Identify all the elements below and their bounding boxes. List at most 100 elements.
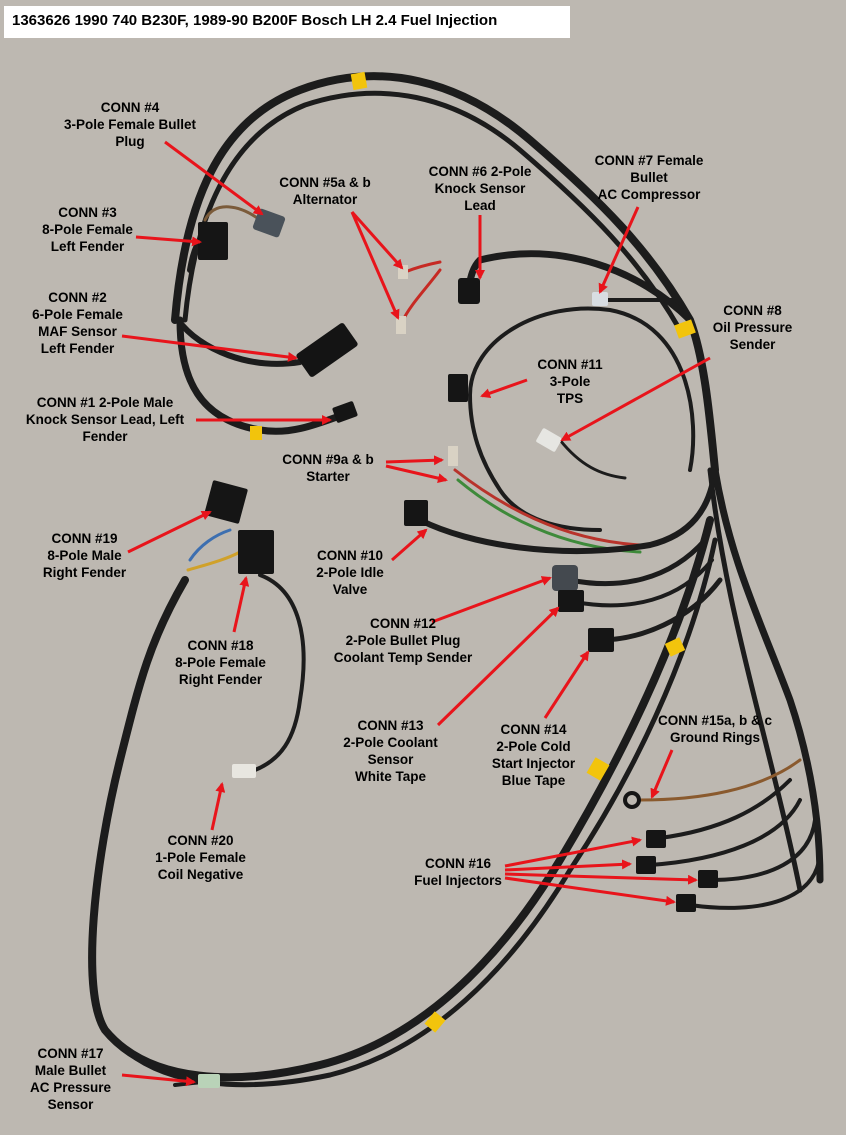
label-line: 8-Pole Male xyxy=(47,548,122,563)
arrow-conn20 xyxy=(210,782,226,831)
conn16-injector-2 xyxy=(636,856,656,874)
label-line: Knock Sensor xyxy=(434,181,526,196)
ground-ring-wires xyxy=(638,758,802,802)
conn16-injector-1 xyxy=(646,830,666,848)
conn4-body xyxy=(252,208,286,238)
injector-lead-1 xyxy=(658,778,792,840)
conn19-wires-2 xyxy=(186,550,242,572)
label-conn17: CONN #17 Male Bullet AC Pressure Sensor xyxy=(18,1045,123,1113)
label-conn14: CONN #14 2-Pole Cold Start Injector Blue… xyxy=(476,721,591,789)
arrow-conn16-3 xyxy=(504,872,698,885)
arrow-conn16-2 xyxy=(504,859,632,872)
arrow-conn15 xyxy=(650,749,674,799)
main-trunk-right-2 xyxy=(707,467,803,893)
label-conn5: CONN #5a & b Alternator xyxy=(255,174,395,208)
arrow-conn12 xyxy=(431,576,552,624)
label-line: Valve xyxy=(332,582,368,597)
label-line: CONN #4 xyxy=(100,100,160,115)
label-line: CONN #2 xyxy=(48,290,107,305)
label-line: Bullet xyxy=(630,170,668,185)
branch-conn12 xyxy=(567,537,708,587)
arrow-conn11 xyxy=(480,378,528,399)
label-line: Right Fender xyxy=(178,672,263,687)
conn15-ground-ring xyxy=(623,791,641,809)
label-line: CONN #20 xyxy=(167,833,234,848)
label-line: Sender xyxy=(729,337,776,352)
conn2-body xyxy=(296,323,358,377)
label-line: 2-Pole Cold xyxy=(496,739,571,754)
label-line: Starter xyxy=(306,469,350,484)
label-conn3: CONN #3 8-Pole Female Left Fender xyxy=(20,204,155,255)
conn17-body xyxy=(198,1074,220,1088)
label-line: 2-Pole Coolant xyxy=(343,735,438,750)
label-conn12: CONN #12 2-Pole Bullet Plug Coolant Temp… xyxy=(318,615,488,666)
branch-maf xyxy=(175,317,303,367)
tape-mark xyxy=(350,71,368,91)
label-conn6: CONN #6 2-Pole Knock Sensor Lead xyxy=(410,163,550,214)
arrow-conn7 xyxy=(598,206,640,294)
label-line: 1-Pole Female xyxy=(155,850,246,865)
harness-wires xyxy=(88,72,824,1088)
label-line: 2-Pole Idle xyxy=(316,565,384,580)
label-conn11: CONN #11 3-Pole TPS xyxy=(515,356,625,407)
arrow-conn9a xyxy=(385,455,444,466)
label-conn1: CONN #1 2-Pole Male Knock Sensor Lead, L… xyxy=(5,394,205,445)
conn18-loop xyxy=(253,573,306,772)
label-conn4: CONN #4 3-Pole Female Bullet Plug xyxy=(40,99,220,150)
label-line: CONN #11 xyxy=(537,357,603,372)
pointer-arrows xyxy=(121,140,711,1087)
starter-wire-red xyxy=(453,468,642,547)
tape-mark xyxy=(664,637,686,657)
arrow-conn16-1 xyxy=(504,836,642,868)
arrow-conn9b xyxy=(385,464,448,484)
label-line: Ground Rings xyxy=(670,730,760,745)
label-line: Left Fender xyxy=(50,239,125,254)
arrow-conn10 xyxy=(391,528,428,562)
tape-mark xyxy=(424,1011,446,1033)
label-line: CONN #12 xyxy=(369,616,437,631)
main-trunk-top-loop xyxy=(171,72,719,474)
tps-loop xyxy=(468,306,696,472)
label-line: CONN #3 xyxy=(58,205,117,220)
main-trunk-long-loop xyxy=(88,516,714,1082)
label-line: Sensor xyxy=(367,752,414,767)
arrow-conn13 xyxy=(436,606,560,727)
label-conn18: CONN #18 8-Pole Female Right Fender xyxy=(158,637,283,688)
label-line: CONN #6 2-Pole xyxy=(428,164,532,179)
arrow-conn8 xyxy=(560,356,711,442)
label-line: Oil Pressure xyxy=(712,320,793,335)
label-line: 2-Pole Bullet Plug xyxy=(345,633,461,648)
label-line: Right Fender xyxy=(42,565,127,580)
conn16-injector-4 xyxy=(676,894,696,912)
label-line: CONN #17 xyxy=(37,1046,104,1061)
label-line: White Tape xyxy=(354,769,426,784)
label-conn16: CONN #16 Fuel Injectors xyxy=(398,855,518,889)
label-line: CONN #13 xyxy=(357,718,424,733)
label-conn15: CONN #15a, b & c Ground Rings xyxy=(640,712,790,746)
label-line: CONN #10 xyxy=(316,548,384,563)
arrow-conn18 xyxy=(232,576,250,633)
injector-lead-2 xyxy=(648,798,802,867)
arrow-conn19 xyxy=(127,510,212,554)
conn11-body xyxy=(448,374,468,402)
conn3-body xyxy=(198,222,228,260)
arrow-conn5a xyxy=(350,211,404,270)
label-line: Blue Tape xyxy=(501,773,566,788)
conn10-body xyxy=(404,500,428,526)
label-line: CONN #9a & b xyxy=(282,452,374,467)
arrow-conn5b xyxy=(350,211,400,320)
branch-conn10 xyxy=(417,467,718,554)
arrow-conn3 xyxy=(135,235,202,247)
label-line: Start Injector xyxy=(491,756,576,771)
tape-mark xyxy=(674,319,696,339)
tape-mark xyxy=(586,757,610,781)
oil-lead xyxy=(558,438,627,480)
conn13-body xyxy=(558,590,584,612)
branch-conn12b xyxy=(573,558,714,608)
label-line: MAF Sensor xyxy=(38,324,117,339)
injector-lead-4 xyxy=(688,848,822,910)
label-line: CONN #18 xyxy=(187,638,254,653)
diagram-title: 1363626 1990 740 B230F, 1989-90 B200F Bo… xyxy=(4,6,570,38)
label-line: Alternator xyxy=(292,192,358,207)
label-conn20: CONN #20 1-Pole Female Coil Negative xyxy=(138,832,263,883)
